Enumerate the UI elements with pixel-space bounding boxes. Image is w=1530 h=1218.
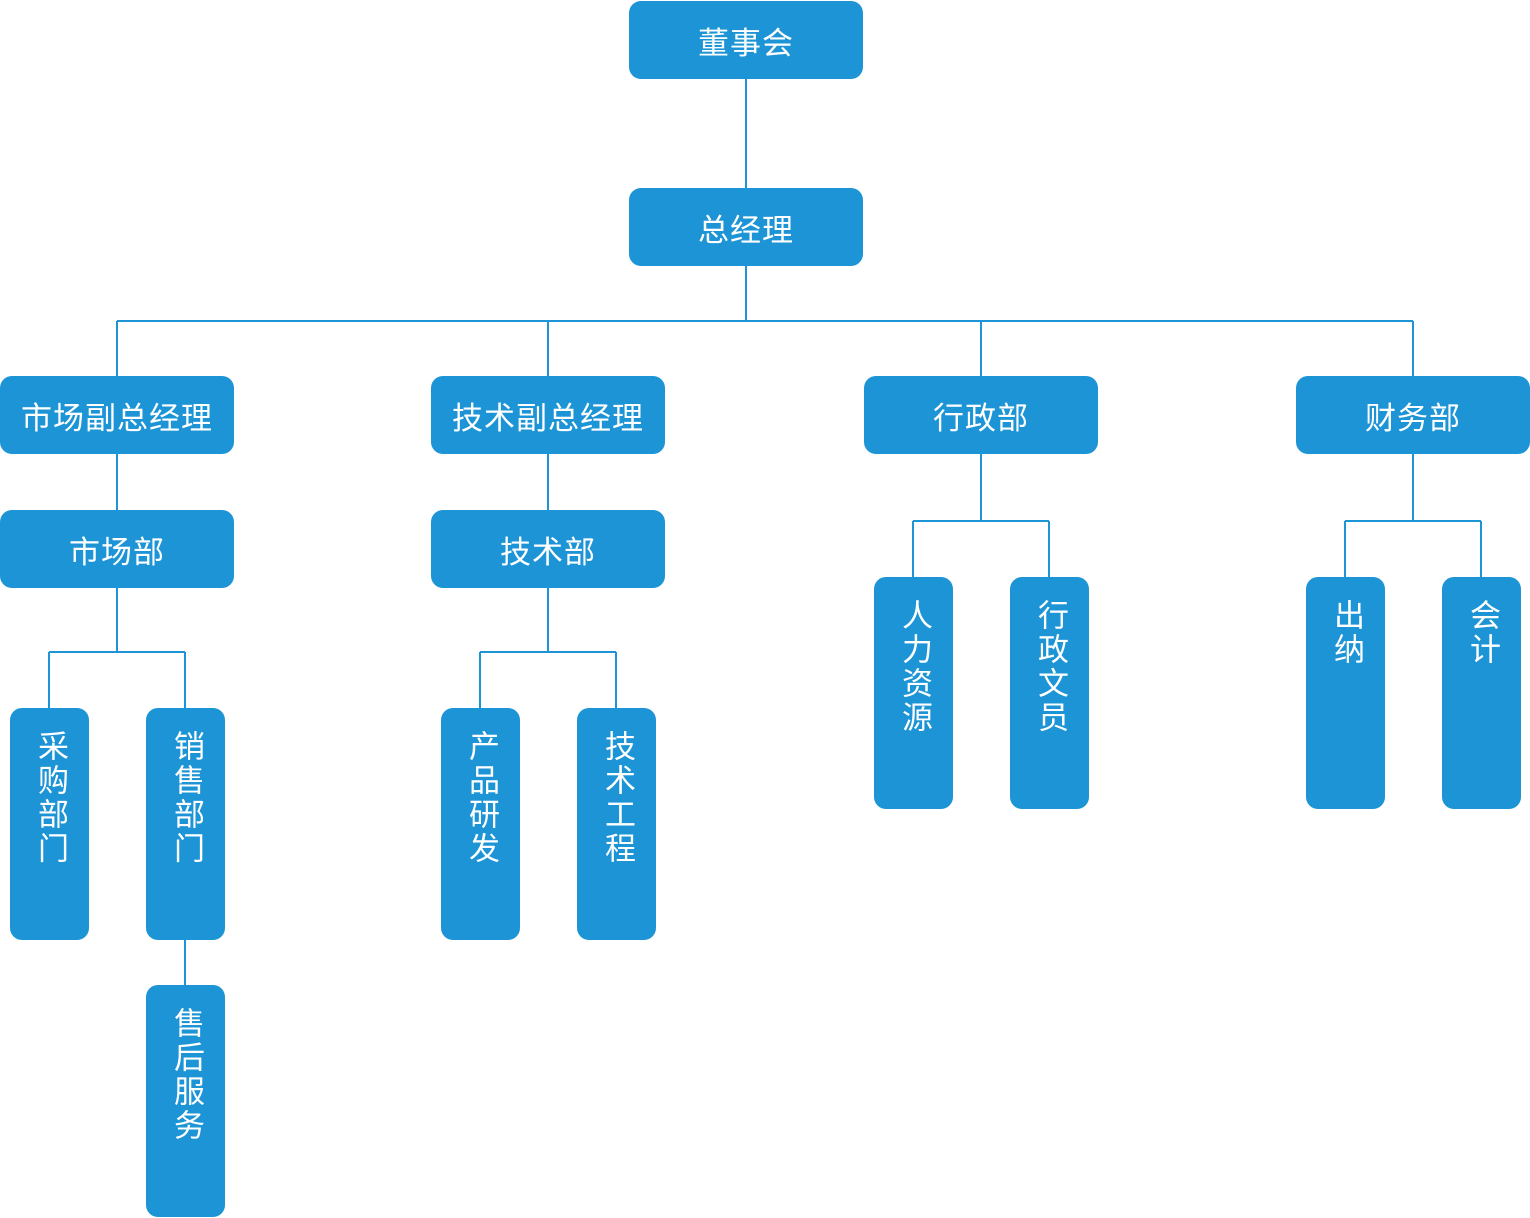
node-finance-dept: 财务部 <box>1296 376 1530 454</box>
node-after-sales: 售后服务 <box>146 985 225 1217</box>
node-board: 董事会 <box>629 1 863 79</box>
node-market-dept: 市场部 <box>0 510 234 588</box>
node-vp-tech: 技术副总经理 <box>431 376 665 454</box>
node-hr: 人力资源 <box>874 577 953 809</box>
node-rnd: 产品研发 <box>441 708 520 940</box>
node-admin-clerk: 行政文员 <box>1010 577 1089 809</box>
node-purchasing: 采购部门 <box>10 708 89 940</box>
node-engineering: 技术工程 <box>577 708 656 940</box>
node-cashier: 出纳 <box>1306 577 1385 809</box>
node-tech-dept: 技术部 <box>431 510 665 588</box>
node-sales: 销售部门 <box>146 708 225 940</box>
node-general-manager: 总经理 <box>629 188 863 266</box>
node-admin-dept: 行政部 <box>864 376 1098 454</box>
node-vp-market: 市场副总经理 <box>0 376 234 454</box>
node-accounting: 会计 <box>1442 577 1521 809</box>
